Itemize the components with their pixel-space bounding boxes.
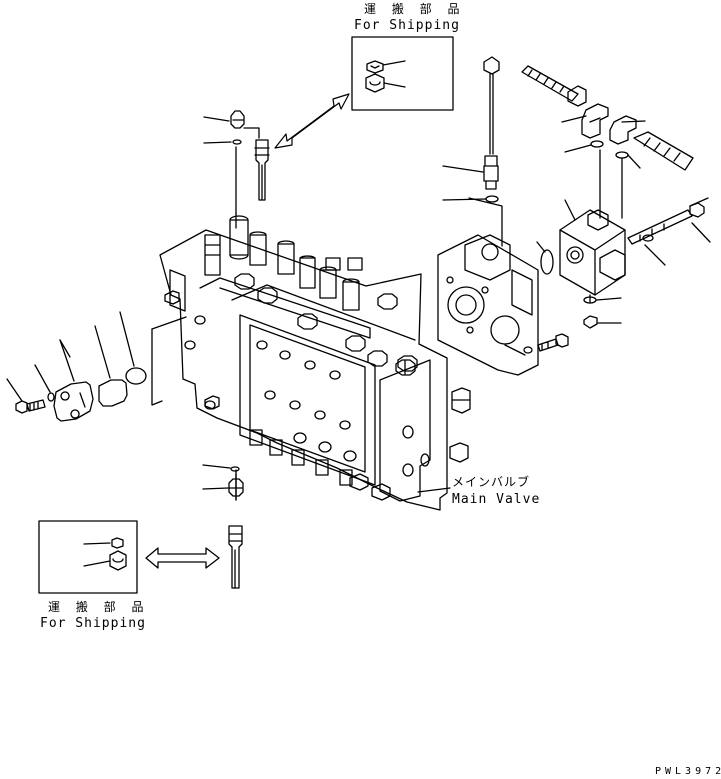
shipping-box-bottom (39, 521, 137, 593)
elbow-fitting (610, 116, 636, 144)
elbow-fitting (582, 104, 608, 138)
fitting-stack-lower-left (203, 465, 243, 588)
shipping-label-top-en: For Shipping (354, 18, 460, 33)
split-flange-half (54, 382, 93, 421)
shipping-cap-bottom (110, 551, 126, 570)
hose-lower (634, 132, 693, 170)
relief-valve-block (537, 198, 710, 328)
shipping-label-top-jp: 運 搬 部 品 (364, 2, 466, 16)
main-valve-label-jp: メインバルブ (452, 475, 531, 489)
bolt-and-washer-right (524, 334, 568, 353)
main-valve-label-en: Main Valve (452, 492, 541, 507)
shipping-nut-top (367, 61, 383, 73)
hose-fittings-right (522, 66, 693, 218)
split-flange-half (99, 380, 127, 406)
shipping-nut-bottom (112, 538, 123, 548)
drawing-code: PWL3972 (655, 766, 721, 777)
o-ring (126, 368, 146, 384)
double-arrow-top (275, 94, 349, 148)
shipping-label-bottom-en: For Shipping (40, 616, 146, 631)
hex-plugs (235, 274, 415, 375)
shipping-label-bottom-jp: 運 搬 部 品 (48, 600, 150, 614)
port-plugs-top (205, 216, 362, 310)
end-cover-plate (438, 235, 538, 375)
fitting-stack-upper-left (204, 111, 269, 214)
hose-upper (522, 66, 578, 101)
shipping-cap-top (366, 74, 384, 92)
flange-group-left (7, 312, 186, 421)
flange-bolt (16, 400, 45, 413)
main-valve-body (160, 216, 470, 510)
fitting-stack-right-center (443, 57, 499, 202)
front-face-ports (185, 316, 356, 461)
long-bolt (628, 203, 704, 244)
shipping-box-top (352, 37, 453, 110)
double-arrow-bottom (146, 548, 219, 568)
